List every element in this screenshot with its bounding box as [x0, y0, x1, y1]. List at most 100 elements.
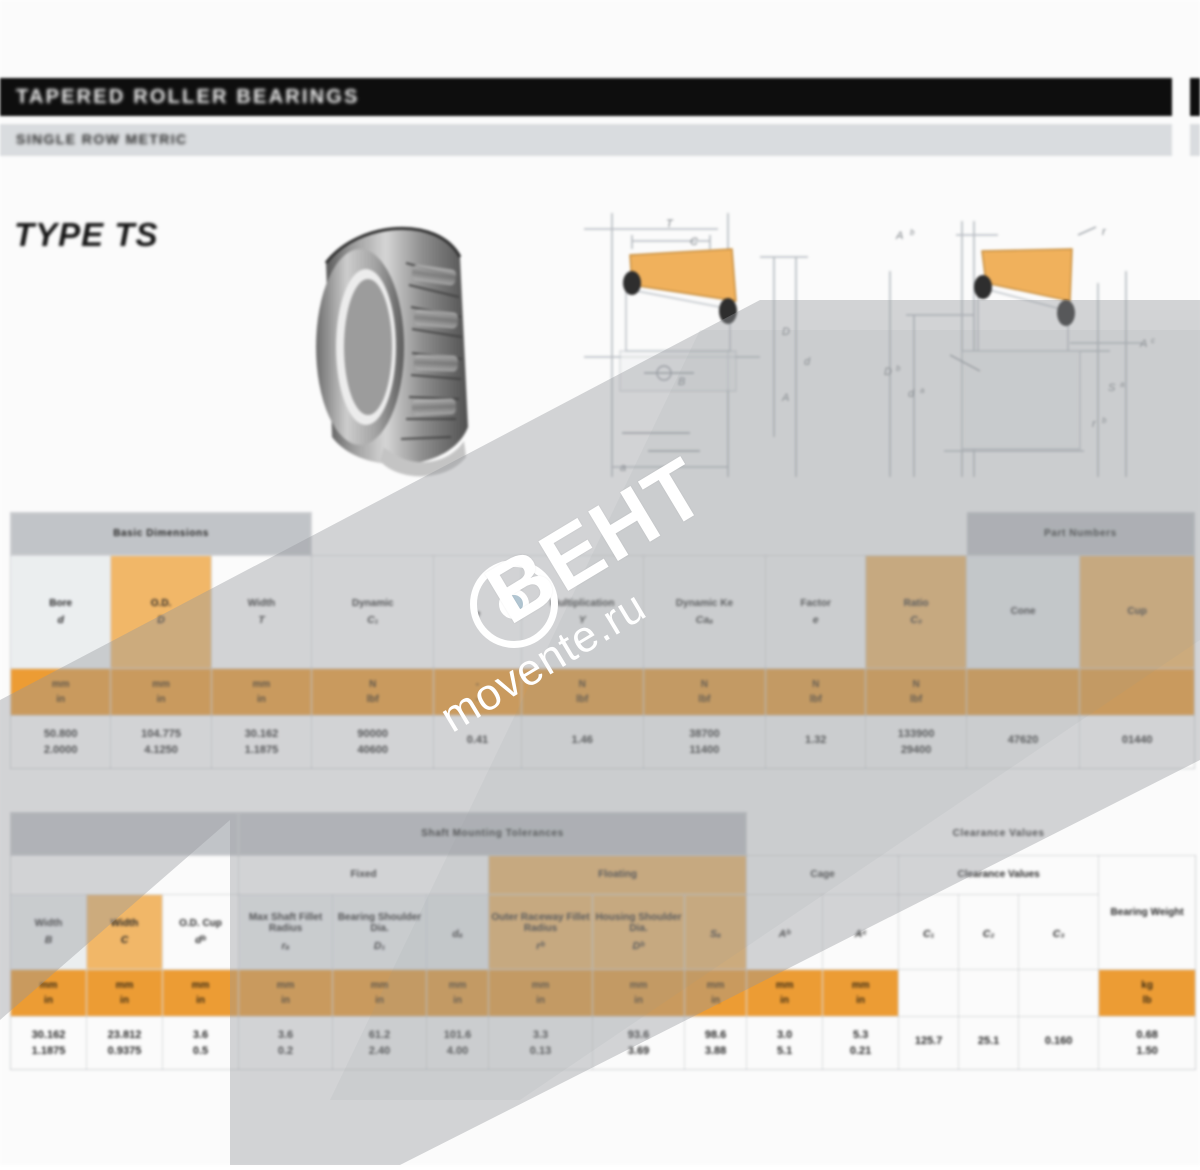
cell-cone: 47620 — [965, 715, 1081, 769]
col-c3: C₃ — [1018, 894, 1100, 970]
table2-subgroup-row: Fixed Floating Cage Clearance Values Bea… — [9, 855, 1197, 970]
table-units-row: mm in mm in mm in N lbf - - N lbf N lbf — [9, 668, 1195, 716]
bearing-section-diagram: T C D d B a A — [584, 213, 811, 477]
cell2-c2: 25.1 — [958, 1016, 1020, 1070]
unit-cone — [965, 668, 1081, 716]
svg-text:D: D — [782, 326, 790, 338]
bearing-type-label: TYPE TS — [14, 216, 159, 253]
col-multiplication: Multiplication Y — [520, 555, 644, 669]
svg-text:r: r — [1102, 226, 1107, 238]
cell-e1: 0.41 — [433, 715, 522, 769]
table2-units-row: mm in mm in mm in mm in mm in mm in mm i… — [10, 969, 1197, 1017]
cell2-ab: 3.0 5.1 — [746, 1016, 824, 1070]
table-mounting-tolerances: Shaft Mounting Tolerances Clearance Valu… — [9, 812, 1197, 1070]
group-shaft-tolerances: Shaft Mounting Tolerances — [238, 812, 748, 856]
group-ratings — [311, 512, 967, 556]
table2-row: 30.162 1.1875 23.812 0.9375 3.6 0.5 3.6 … — [10, 1016, 1197, 1070]
page-header-bar: TAPERED ROLLER BEARINGS — [0, 78, 1172, 116]
cell2-sa: 98.6 3.88 — [684, 1016, 748, 1070]
table-basic-dimensions: Basic Dimensions Part Numbers Bore d O.D… — [9, 512, 1196, 769]
unit2-c1 — [898, 969, 960, 1017]
col-bore: Bore d — [9, 555, 112, 669]
col-cup: Cup — [1079, 555, 1195, 669]
col-ab: Aᵇ — [746, 894, 824, 970]
table-column-header-row: Bore d O.D. D Width T Dynamic C₁ e Multi… — [9, 555, 1195, 669]
unit-dynamic-ke: N lbf — [642, 668, 767, 716]
col-dynamic: Dynamic C₁ — [311, 555, 435, 669]
col-e1: e — [433, 555, 522, 669]
group-left-blank — [9, 812, 240, 856]
svg-text:S: S — [1108, 382, 1116, 394]
page-subheader-bar: SINGLE ROW METRIC — [0, 124, 1172, 156]
col-bearing-shoulder-dia: Bearing Shoulder Dia. D₁ — [332, 894, 428, 970]
unit2-ac: mm in — [822, 969, 900, 1017]
table2-group-header-row: Shaft Mounting Tolerances Clearance Valu… — [9, 812, 1197, 856]
cell-dynamic: 90000 40600 — [311, 715, 435, 769]
svg-text:a: a — [620, 462, 626, 474]
cell-ratio: 133900 29400 — [865, 715, 967, 769]
cell2-c3: 0.160 — [1018, 1016, 1100, 1070]
svg-text:d: d — [908, 388, 915, 400]
col-dynamic-ke: Dynamic Ke Caₐ — [642, 555, 767, 669]
col-ac: Aᶜ — [822, 894, 900, 970]
unit2-housing-shoulder: mm in — [592, 969, 686, 1017]
unit2-ab: mm in — [746, 969, 824, 1017]
unit-dynamic: N lbf — [311, 668, 435, 716]
group-clearance: Clearance Values — [898, 812, 1100, 856]
table-row: 50.800 2.0000 104.775 4.1250 30.162 1.18… — [9, 715, 1195, 769]
svg-text:a: a — [920, 386, 925, 395]
col-bearing-weight: Bearing Weight — [1098, 855, 1197, 970]
cell2-max-shaft-fillet: 3.6 0.2 — [238, 1016, 334, 1070]
subgroup-fixed: Fixed — [238, 855, 490, 895]
col-width-b: Width B — [10, 894, 87, 970]
unit-bore: mm in — [9, 668, 112, 716]
col-c1: C₁ — [898, 894, 960, 970]
unit2-sa: mm in — [684, 969, 748, 1017]
page-header-bar-right — [1190, 78, 1200, 116]
svg-text:T: T — [666, 218, 674, 230]
cell2-housing-shoulder: 93.6 3.69 — [592, 1016, 686, 1070]
subgroup-floating: Floating — [488, 855, 748, 895]
unit-ratio: N lbf — [865, 668, 967, 716]
col-factor: Factor e — [765, 555, 867, 669]
unit2-bearing-shoulder: mm in — [332, 969, 428, 1017]
cell-width: 30.162 1.1875 — [210, 715, 313, 769]
bearing-photo — [316, 227, 468, 477]
page-subtitle: SINGLE ROW METRIC — [16, 131, 188, 147]
cell2-ac: 5.3 0.21 — [822, 1016, 900, 1070]
unit2-c3 — [1018, 969, 1100, 1017]
cell-multiplication: 1.46 — [520, 715, 644, 769]
cell2-outer-raceway-fillet: 3.3 0.13 — [488, 1016, 594, 1070]
svg-text:A: A — [1139, 338, 1147, 350]
unit2-outer-raceway-fillet: mm in — [488, 969, 594, 1017]
svg-text:B: B — [678, 376, 685, 388]
col-ratio: Ratio C₀ — [865, 555, 967, 669]
unit-cup — [1079, 668, 1195, 716]
unit2-weight: kg lb — [1098, 969, 1197, 1017]
col-outer-raceway-fillet: Outer Raceway Fillet Radius rᵇ — [488, 894, 594, 970]
col-housing-shoulder-dia: Housing Shoulder Dia. Dᵇ — [592, 894, 686, 970]
cell2-width-b: 30.162 1.1875 — [10, 1016, 87, 1070]
svg-text:d: d — [804, 356, 811, 368]
cell2-od-cup: 3.6 0.5 — [161, 1016, 240, 1070]
svg-text:A: A — [781, 392, 789, 404]
unit-width: mm in — [210, 668, 313, 716]
page-title: TAPERED ROLLER BEARINGS — [16, 86, 360, 108]
col-sa: Sₐ — [684, 894, 748, 970]
unit-factor: N lbf — [765, 668, 867, 716]
group-gap-blank — [746, 812, 900, 856]
unit2-width-c: mm in — [86, 969, 163, 1017]
table2-column-header-row: Width B Width C O.D. Cup dᵇ Max Shaft Fi… — [10, 894, 1196, 970]
cell2-width-c: 23.812 0.9375 — [86, 1016, 163, 1070]
col-width: Width T — [210, 555, 313, 669]
unit2-od-cup: mm in — [161, 969, 240, 1017]
svg-text:r: r — [1092, 418, 1097, 430]
cell-bore: 50.800 2.0000 — [9, 715, 112, 769]
unit-od: mm in — [110, 668, 212, 716]
cell-od: 104.775 4.1250 — [110, 715, 212, 769]
col-c2: C₂ — [958, 894, 1020, 970]
unit-multiplication: N lbf — [520, 668, 644, 716]
subgroup-clearance-values: Clearance Values — [898, 855, 1100, 895]
